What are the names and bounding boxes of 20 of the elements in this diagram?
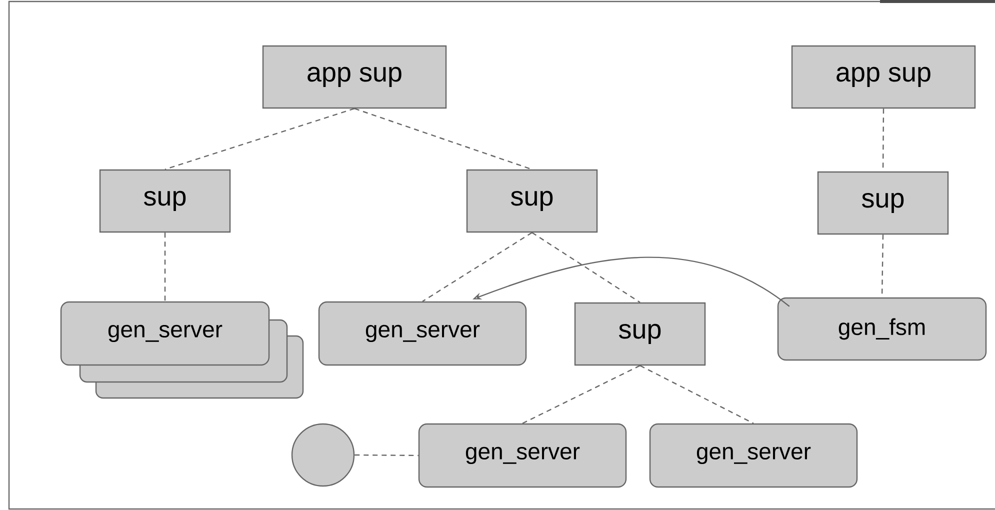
supervisor-box: sup [466, 169, 598, 233]
supervisor-box: app sup [262, 45, 447, 109]
connector-line [640, 365, 754, 424]
connector-line [354, 454, 418, 456]
process-box: gen_server [318, 301, 527, 366]
connector-line [164, 232, 166, 302]
supervisor-box: sup [99, 169, 231, 233]
circle-node [291, 423, 355, 487]
connector-line [532, 232, 640, 303]
supervisor-box: sup [817, 171, 949, 235]
supervisor-box: app sup [791, 45, 976, 109]
connector-line [422, 232, 532, 302]
connector-line [164, 108, 355, 170]
connector-line [522, 365, 640, 424]
connector-line [354, 108, 532, 170]
process-box: gen_server [649, 423, 858, 488]
stacked-process-box: gen_server [60, 301, 304, 399]
supervisor-box: sup [574, 302, 706, 366]
process-box: gen_fsm [777, 297, 987, 361]
process-box: gen_server [418, 423, 627, 488]
